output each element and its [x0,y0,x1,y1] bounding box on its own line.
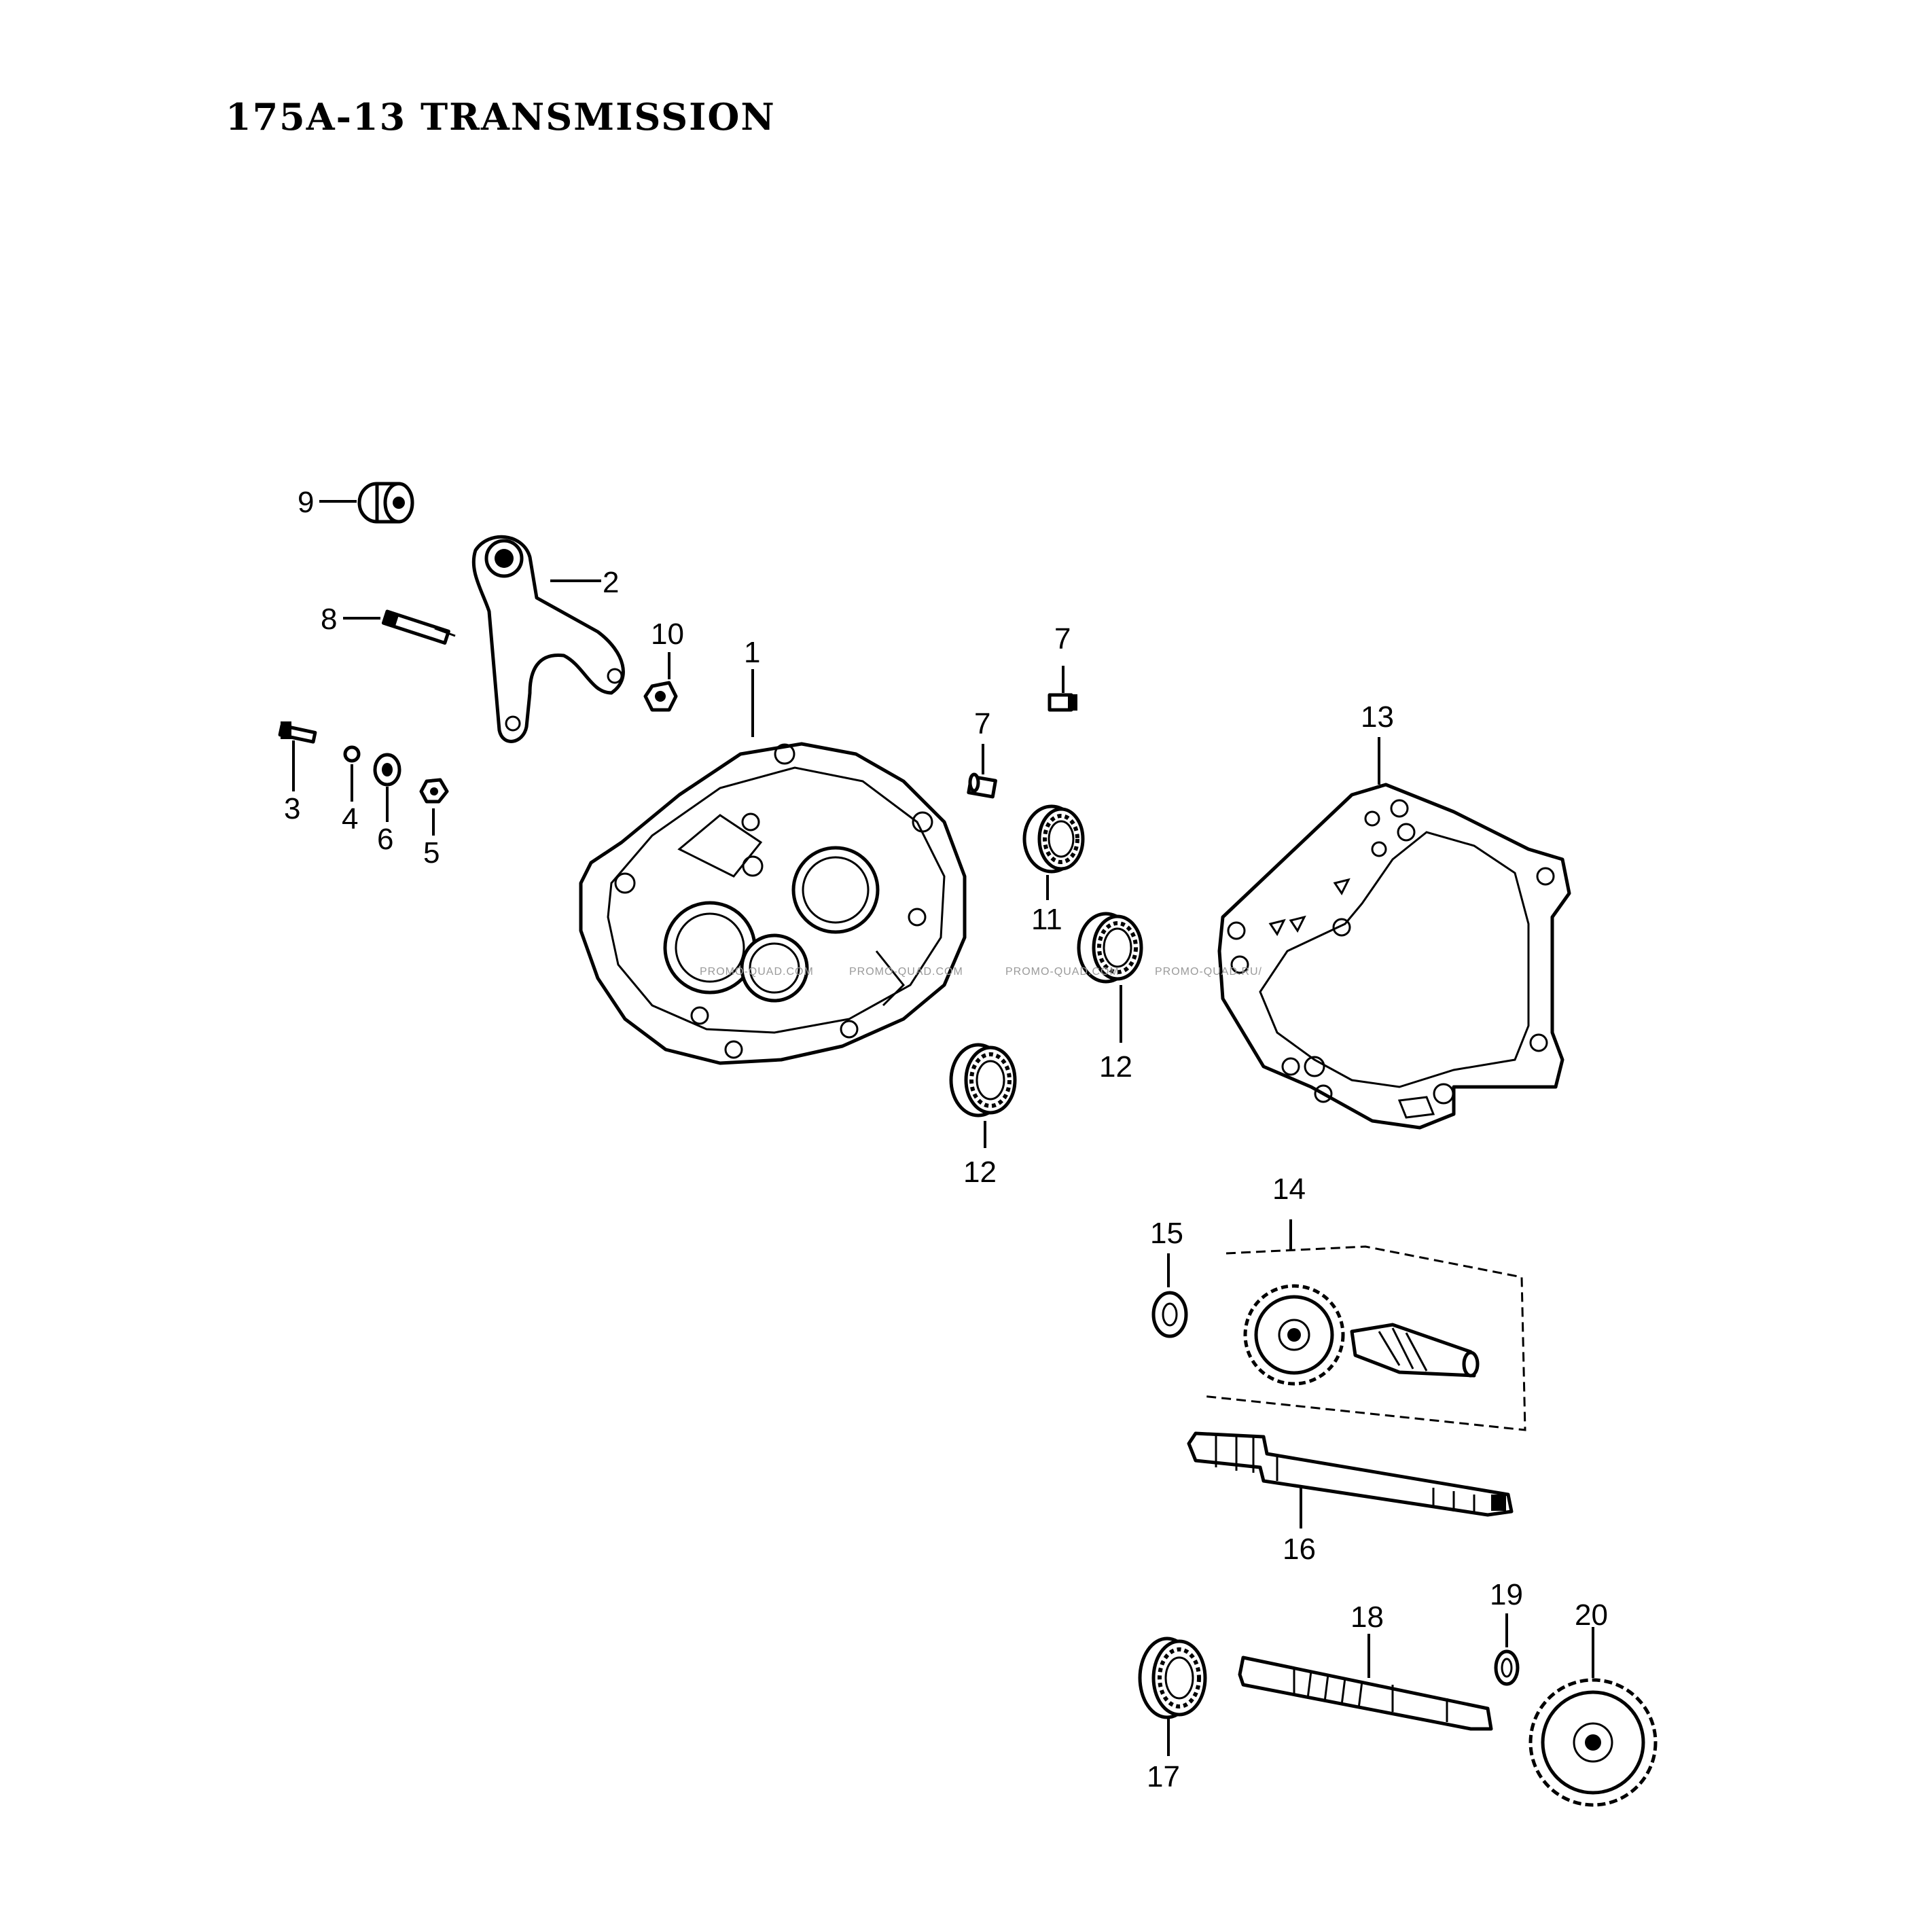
watermark-4: PROMO-QUAD.RU/ [1155,966,1262,978]
callout-10: 10 [651,618,684,651]
callout-7-upper: 7 [1054,622,1071,656]
callout-13: 13 [1361,700,1394,734]
watermark-1: PROMO-QUAD.COM [700,966,814,978]
part-6-nut[interactable] [373,753,401,787]
callout-3: 3 [284,792,300,825]
part-7-dowel-pin-lower[interactable] [967,772,997,799]
callout-1: 1 [744,636,760,669]
part-12-bearing-left[interactable] [949,1043,1017,1117]
callout-5: 5 [423,836,440,870]
part-14-gear-assembly[interactable] [1202,1245,1526,1431]
part-1-transmission-housing[interactable] [579,742,967,1065]
part-3-bolt[interactable] [278,721,317,744]
callout-6: 6 [377,823,393,856]
callout-12-right: 12 [1099,1050,1132,1084]
callout-14: 14 [1272,1173,1306,1206]
part-12-bearing-right[interactable] [1077,912,1143,984]
callout-4: 4 [342,802,358,836]
part-4-washer[interactable] [343,745,361,763]
callout-12-left: 12 [963,1156,997,1189]
part-8-bolt[interactable] [381,609,456,645]
callout-11: 11 [1031,903,1062,936]
part-10-nut[interactable] [643,681,678,712]
callout-2: 2 [603,566,619,599]
watermark-3: PROMO-QUAD.COM [1005,966,1120,978]
watermark-2: PROMO-QUAD.COM [849,966,963,978]
part-9-bushing[interactable] [357,482,414,524]
part-17-bearing[interactable] [1138,1636,1207,1719]
callout-19: 19 [1490,1578,1523,1611]
part-18-shaft[interactable] [1238,1656,1493,1731]
part-15-washer[interactable] [1151,1291,1188,1338]
part-2-shift-lever[interactable] [471,535,625,743]
callout-9: 9 [298,486,314,519]
callout-7-lower: 7 [974,707,990,740]
diagram-title: 175A-13 TRANSMISSION [226,95,776,139]
callout-15: 15 [1150,1217,1183,1250]
part-11-bearing[interactable] [1022,804,1085,874]
part-19-circlip[interactable] [1494,1649,1520,1686]
part-5-nut[interactable] [419,778,449,804]
callout-18: 18 [1350,1600,1384,1634]
part-13-gasket[interactable] [1217,783,1571,1130]
part-20-gear[interactable] [1528,1678,1658,1807]
callout-16: 16 [1283,1533,1316,1566]
part-16-shaft[interactable] [1187,1431,1514,1517]
callout-17: 17 [1147,1760,1180,1793]
callout-20: 20 [1575,1598,1608,1632]
part-7-dowel-pin-upper[interactable] [1048,693,1077,712]
callout-8: 8 [321,603,337,636]
